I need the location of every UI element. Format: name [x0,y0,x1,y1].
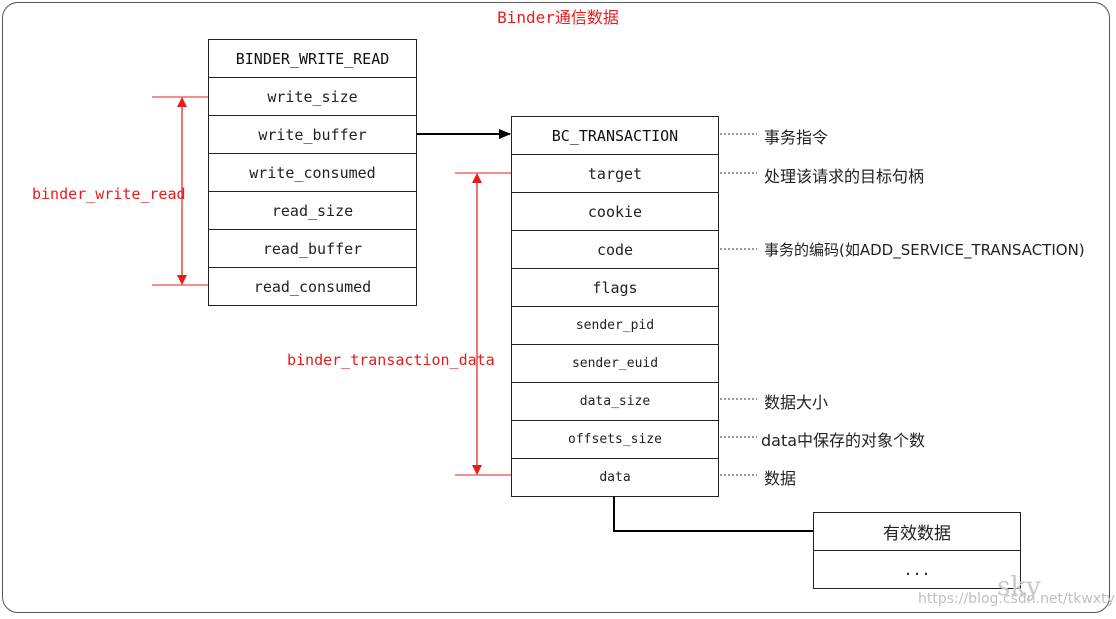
field-sender-pid: sender_pid [512,307,718,345]
field-read-buffer: read_buffer [209,230,416,268]
annotation-data: 数据 [764,469,797,488]
payload-ellipsis: ... [814,551,1020,589]
bc-transaction-table: BC_TRANSACTION target cookie code flags … [511,116,719,497]
bracket-label-binder-transaction-data: binder_transaction_data [287,351,495,369]
watermark-url: https://blog.csdn.net/tkwxty [918,591,1115,607]
field-write-buffer: write_buffer [209,116,416,154]
annotation-target: 处理该请求的目标句柄 [764,167,925,186]
field-sender-euid: sender_euid [512,345,718,383]
field-cookie: cookie [512,193,718,231]
diagram-title: Binder通信数据 [497,8,619,27]
watermark-signature: sky [997,572,1041,602]
bc-transaction-header: BC_TRANSACTION [512,117,718,155]
field-read-consumed: read_consumed [209,268,416,306]
field-target: target [512,155,718,193]
field-write-size: write_size [209,78,416,116]
bracket-label-binder-write-read: binder_write_read [32,185,186,203]
field-data: data [512,459,718,497]
payload-table: 有效数据 ... [813,512,1021,589]
field-data-size: data_size [512,383,718,421]
annotation-offsets-size: data中保存的对象个数 [761,431,926,450]
field-read-size: read_size [209,192,416,230]
binder-write-read-header: BINDER_WRITE_READ [209,40,416,78]
annotation-data-size: 数据大小 [764,393,829,412]
payload-header: 有效数据 [814,513,1020,551]
annotation-code: 事务的编码(如ADD_SERVICE_TRANSACTION) [764,241,1085,259]
field-flags: flags [512,269,718,307]
field-offsets-size: offsets_size [512,421,718,459]
field-write-consumed: write_consumed [209,154,416,192]
binder-write-read-table: BINDER_WRITE_READ write_size write_buffe… [208,39,417,306]
data-to-payload-connector [613,493,813,532]
field-code: code [512,231,718,269]
annotation-bc-transaction: 事务指令 [764,128,829,147]
